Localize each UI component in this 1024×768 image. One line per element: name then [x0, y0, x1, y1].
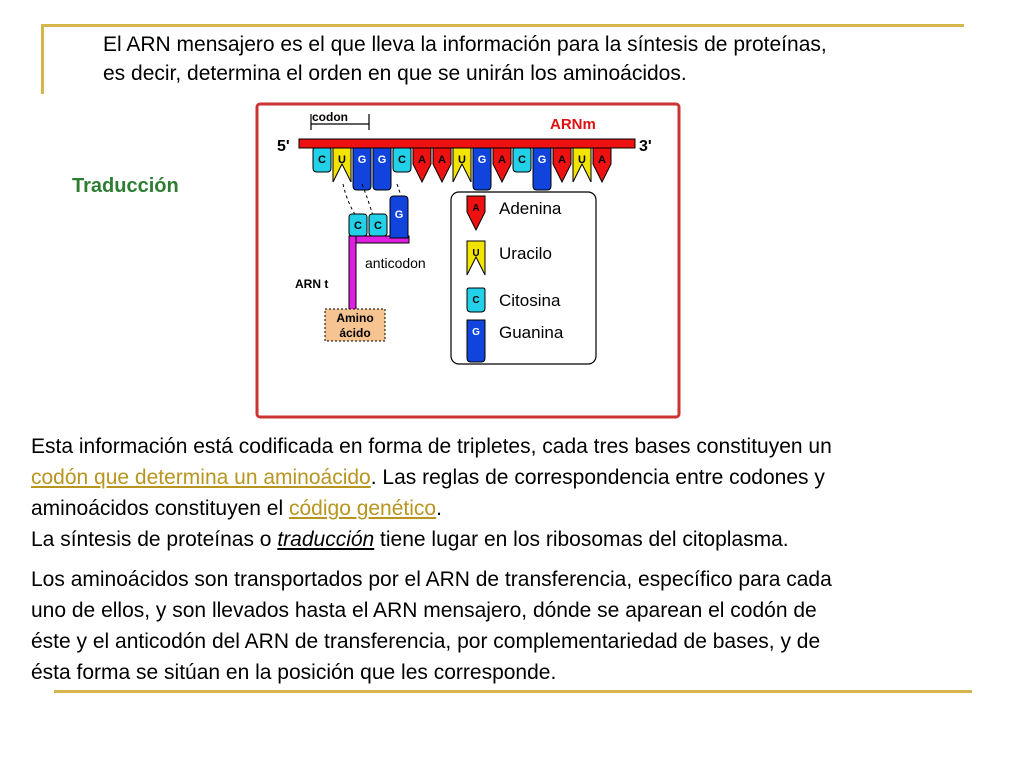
- paragraph-2-line-1: Los aminoácidos son transportados por el…: [31, 568, 832, 591]
- mrna-base-11: C: [512, 147, 532, 173]
- legend-name: Guanina: [499, 323, 564, 342]
- intro-text: El ARN mensajero es el que lleva la info…: [103, 30, 1003, 88]
- mrna-base-letter: C: [518, 154, 526, 166]
- mrna-base-letter: G: [358, 154, 367, 166]
- legend-item-citosina: C Citosina: [466, 287, 561, 313]
- amino-label-1: Amino: [336, 311, 373, 325]
- amino-acid-box: Amino ácido: [324, 308, 386, 342]
- amino-label-2: ácido: [339, 326, 370, 340]
- mrna-label: ARNm: [550, 116, 596, 133]
- legend-letter: U: [472, 248, 479, 259]
- mrna-base-letter: A: [498, 154, 506, 166]
- bottom-rule: [54, 690, 972, 693]
- body-line-1: Esta información está codificada en form…: [31, 431, 1011, 462]
- legend-name: Citosina: [499, 291, 561, 310]
- legend-letter: C: [472, 295, 479, 306]
- mrna-base-letter: C: [318, 154, 326, 166]
- anticodon-label: anticodon: [365, 255, 426, 271]
- top-bracket-vertical: [41, 24, 44, 94]
- legend-letter: G: [472, 327, 480, 338]
- intro-line-1: El ARN mensajero es el que lleva la info…: [103, 33, 827, 56]
- codon-link[interactable]: codón que determina un aminoácido: [31, 466, 371, 489]
- legend-name: Uracilo: [499, 244, 552, 263]
- top-bracket-horizontal: [41, 24, 964, 27]
- body-line-2: codón que determina un aminoácido. Las r…: [31, 462, 1011, 493]
- body-line-4-pre: La síntesis de proteínas o: [31, 528, 278, 551]
- anticodon-letter: C: [374, 220, 382, 232]
- paragraph-2-line-2: uno de ellos, y son llevados hasta el AR…: [31, 599, 817, 622]
- intro-line-2: es decir, determina el orden en que se u…: [103, 62, 687, 85]
- translation-term: traducción: [277, 528, 375, 551]
- body-line-1-text: Esta información está codificada en form…: [31, 435, 832, 458]
- mrna-backbone: [298, 138, 636, 149]
- mrna-base-6: A: [412, 147, 432, 184]
- genetic-code-link[interactable]: código genético: [288, 497, 437, 520]
- mrna-base-7: A: [432, 147, 452, 184]
- mrna-base-letter: U: [578, 154, 586, 166]
- body-line-3-pre: aminoácidos constituyen el: [31, 497, 289, 520]
- body-line-2-text: . Las reglas de correspondencia entre co…: [370, 466, 825, 489]
- body-line-3: aminoácidos constituyen el código genéti…: [31, 493, 1011, 524]
- mrna-base-letter: A: [558, 154, 566, 166]
- anticodon-letter: G: [395, 209, 404, 221]
- mrna-base-9: G: [472, 147, 492, 191]
- body-line-3-post: .: [436, 497, 442, 520]
- codon-bracket: [310, 114, 370, 130]
- mrna-base-letter: A: [418, 154, 426, 166]
- mrna-base-1: C: [312, 147, 332, 173]
- body-line-4: La síntesis de proteínas o traducción ti…: [31, 524, 1011, 555]
- mrna-base-8: U: [452, 147, 472, 183]
- paragraph-2-line-3: éste y el anticodón del ARN de transfere…: [31, 630, 821, 653]
- mrna-base-13: A: [552, 147, 572, 184]
- mrna-base-14: U: [572, 147, 592, 183]
- mrna-base-15: A: [592, 147, 612, 184]
- mrna-base-letter: A: [438, 154, 446, 166]
- body-line-4-post: tiene lugar en los ribosomas del citopla…: [374, 528, 789, 551]
- mrna-base-3: G: [352, 147, 372, 191]
- anticodon-letter: C: [354, 220, 362, 232]
- legend-name: Adenina: [499, 199, 562, 218]
- anticodon-base-1: C: [348, 213, 368, 237]
- mrna-base-4: G: [372, 147, 392, 191]
- legend-item-uracilo: U Uracilo: [466, 240, 552, 276]
- mrna-base-12: G: [532, 147, 552, 191]
- mrna-base-letter: G: [538, 154, 547, 166]
- paragraph-2-line-4: ésta forma se sitúan en la posición que …: [31, 661, 557, 684]
- mrna-base-letter: C: [398, 154, 406, 166]
- five-prime-label: 5': [277, 138, 290, 155]
- legend-letter: A: [472, 203, 479, 214]
- mrna-base-letter: U: [338, 154, 346, 166]
- mrna-base-2: U: [332, 147, 352, 183]
- mrna-base-5: C: [392, 147, 412, 173]
- legend-box: [450, 191, 597, 365]
- mrna-base-letter: G: [378, 154, 387, 166]
- body-text: Esta información está codificada en form…: [31, 431, 1011, 688]
- trna-label: ARN t: [295, 277, 328, 291]
- anticodon-base-2: C: [368, 213, 388, 237]
- mrna-base-letter: A: [598, 154, 606, 166]
- legend-item-guanina: G Guanina: [466, 319, 564, 363]
- mrna-base-10: A: [492, 147, 512, 184]
- mrna-base-letter: G: [478, 154, 487, 166]
- section-label: Traducción: [72, 175, 179, 197]
- anticodon-base-3: G: [389, 195, 409, 239]
- legend-item-adenina: A Adenina: [466, 195, 562, 232]
- codon-label: codon: [312, 110, 348, 124]
- mrna-base-letter: U: [458, 154, 466, 166]
- three-prime-label: 3': [639, 138, 652, 155]
